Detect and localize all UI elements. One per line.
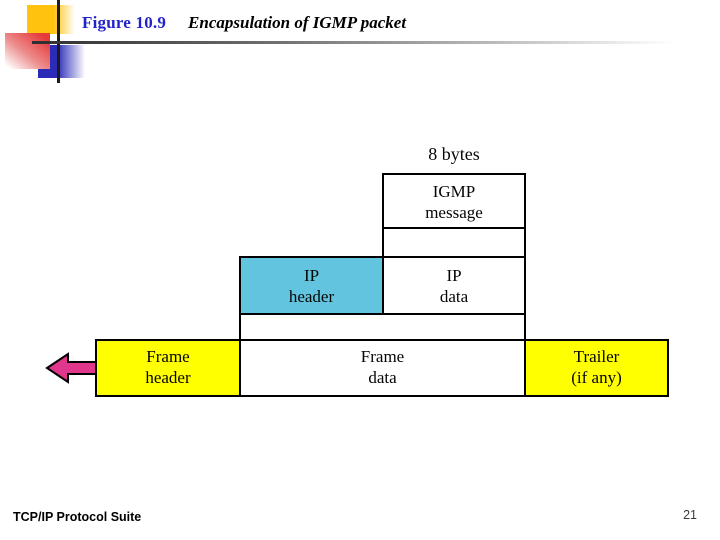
ip-header-box: IP header — [239, 256, 384, 315]
trailer-box: Trailer (if any) — [524, 339, 669, 397]
igmp-message-label-line2: message — [425, 203, 483, 222]
ip-data-label-line1: IP — [446, 266, 462, 285]
frame-header-label-line2: header — [145, 368, 191, 387]
decoration-horizontal-rule — [32, 41, 720, 44]
igmp-message-box: IGMP message — [382, 173, 526, 229]
igmp-spacer-box — [382, 227, 526, 258]
frame-header-box: Frame header — [95, 339, 241, 397]
frame-data-box: Frame data — [239, 339, 526, 397]
trailer-label-line1: Trailer — [573, 347, 620, 366]
footer-title: TCP/IP Protocol Suite — [13, 510, 142, 524]
frame-data-label-line1: Frame — [360, 347, 405, 366]
decoration-yellow-square — [27, 5, 75, 34]
ip-spacer-box — [239, 313, 526, 341]
ip-header-label-line1: IP — [303, 266, 320, 285]
slide-title: Figure 10.9 Encapsulation of IGMP packet — [82, 13, 406, 33]
left-arrow-shape — [45, 352, 97, 384]
decoration-red-square — [5, 33, 50, 69]
figure-caption: Encapsulation of IGMP packet — [188, 13, 407, 32]
igmp-message-label-line1: IGMP — [432, 182, 476, 201]
trailer-label-line2: (if any) — [571, 368, 622, 387]
figure-label: Figure 10.9 — [82, 13, 167, 32]
frame-data-label-line2: data — [368, 368, 397, 387]
frame-header-label-line1: Frame — [146, 347, 190, 366]
page-number: 21 — [683, 508, 697, 522]
ip-data-box: IP data — [382, 256, 526, 315]
ip-data-label-line2: data — [439, 287, 469, 306]
ip-header-label-line2: header — [288, 287, 335, 306]
igmp-size-label: 8 bytes — [428, 144, 480, 164]
left-arrow-icon — [45, 352, 97, 384]
